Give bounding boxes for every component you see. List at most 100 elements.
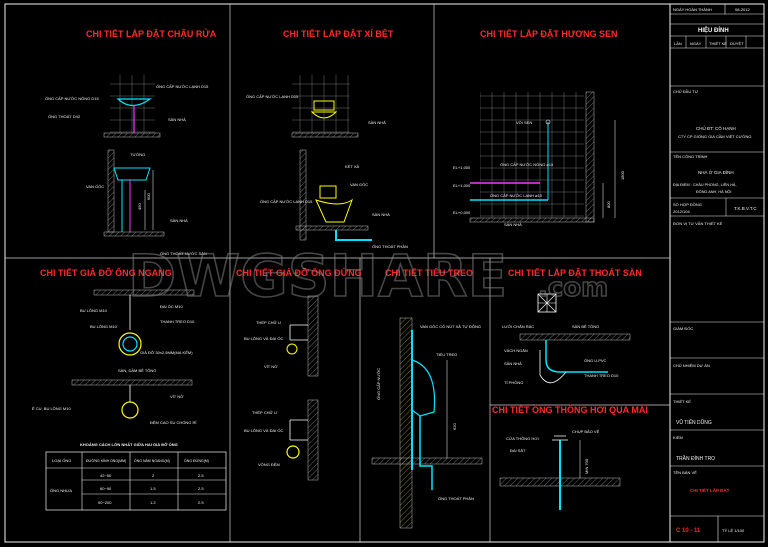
floor-slab — [291, 132, 359, 138]
ceiling-slab — [93, 289, 195, 296]
tb-design-label: THIẾT KẾ — [673, 399, 691, 404]
dim-1800: 1800 — [620, 170, 625, 180]
sewer-pipe — [335, 230, 372, 241]
floor-slab — [295, 225, 369, 231]
wall-section — [307, 399, 319, 481]
table-group: ỐNG NHỰA — [50, 488, 72, 493]
label-screw: VÍT NỞ — [170, 394, 184, 399]
toilet-detail: ỐNG CẤP NƯỚC LẠNH D15 SÀN NHÀ KÉT XẢ VAN… — [246, 75, 408, 249]
label-rubber: ĐỆM CAO SU CHỐNG RỈ — [150, 420, 196, 425]
tank-section — [319, 185, 337, 199]
tb-location-2: ĐÔNG ANH, HÀ NỘI — [696, 189, 731, 194]
level-2: EL+1,000 — [453, 183, 471, 188]
label-urinal-sewer: ỐNG THOÁT PHÂN — [438, 496, 474, 501]
pipe-ring — [118, 332, 142, 356]
vent-pipe-detail: MIN 700 CHỤP BẢO VỆ CỬA THÔNG HƠI ĐAI SẮ… — [499, 429, 621, 510]
wall-section — [107, 149, 115, 233]
tb-drawing-label: TÊN BẢN VẼ — [673, 470, 697, 475]
label-sewer: ỐNG THOÁT PHÂN — [372, 244, 408, 249]
label-cold-water: ỐNG CẤP NƯỚC LẠNH D15 — [156, 84, 209, 89]
floor-slab — [371, 457, 483, 465]
watermark-suffix: .com — [538, 273, 608, 303]
label-steel-u: THÉP CHỮ U — [256, 320, 281, 325]
table-cell: 1.2 — [150, 500, 156, 505]
label-floor-drain-floor: SÀN NHÀ — [504, 361, 522, 366]
label-urinal-valve: VAN GÓC CÓ NÚT XẢ TỰ ĐỘNG — [420, 324, 481, 329]
table-cell: 2.5 — [198, 486, 204, 491]
tb-rev-col: NGÀY — [690, 41, 702, 46]
label-floor-toilet: SÀN NHÀ — [368, 120, 386, 125]
dim-min-700: MIN 700 — [584, 458, 589, 474]
tb-rev-col: DUYỆT — [730, 41, 744, 46]
tb-check-label: KIỂM — [673, 435, 683, 440]
section-title-toilet: CHI TIẾT LẮP ĐẶT XÍ BỆT — [283, 28, 394, 39]
u-bracket — [289, 324, 308, 341]
wall-section — [307, 295, 319, 377]
sink-section — [113, 167, 151, 181]
label-cold-water-shower: ỐNG CẤP NƯỚC LẠNH ø15 — [490, 193, 543, 198]
floor-slab — [469, 217, 595, 223]
label-vent-cap: CHỤP BẢO VỆ — [572, 429, 600, 434]
tb-project-label: TÊN CÔNG TRÌNH — [673, 154, 707, 159]
tb-check-name: TRẦN ĐÌNH TRỌ — [676, 455, 715, 462]
floor-beam — [71, 379, 193, 386]
label-grate: LƯỚI CHẮN RÁC — [502, 324, 534, 329]
label-bolt-wall: BU LÔNG VÀ ĐAI ỐC — [244, 336, 283, 341]
pipe-spacing-table: KHOẢNG CÁCH LỚN NHẤT GIỮA HAI GIÁ ĐỠ ỐNG… — [45, 442, 227, 511]
pipe — [286, 445, 300, 459]
tb-lead: CHỦ NHIỆM DỰ ÁN — [673, 363, 710, 368]
label-vent-opening: CỬA THÔNG HƠI — [506, 436, 539, 441]
label-room: TÍ PHÒNG — [504, 380, 523, 385]
pipe — [286, 343, 298, 355]
tb-location-1: ĐỊA ĐIỂM : CHÂU PHONG, LIÊN HÀ, — [673, 182, 737, 187]
urinal-bowl — [411, 359, 436, 417]
label-valve: VAN GÓC — [86, 184, 104, 189]
label-drain-rod: THANH TREO D10 — [584, 373, 619, 378]
tb-scale: TỶ LỆ 1/100 — [722, 528, 745, 533]
level-1: EL+1,000 — [453, 165, 471, 170]
table-cell: 90~200 — [98, 500, 112, 505]
tb-date-label: NGÀY HOÀN THÀNH — [673, 7, 712, 12]
sink-detail: ỐNG CẤP NƯỚC NÓNG D15 ỐNG CẤP NƯỚC LẠNH … — [45, 75, 209, 256]
label-screw-wall: VÍT NỞ — [264, 364, 278, 369]
section-title-vent-pipe: CHI TIẾT ỐNG THÔNG HƠI QUA MÁI — [492, 404, 648, 415]
table-header: ĐƯỜNG KÍNH ỐNG(MM) — [86, 458, 126, 463]
label-valve-toilet: VAN GÓC — [350, 182, 368, 187]
drain-pipe — [419, 416, 433, 490]
tb-contract-value: 2012/104 — [673, 209, 690, 214]
label-bolt: BU LÔNG M10 — [80, 308, 108, 313]
horizontal-pipe-detail: BU LÔNG M10 ĐAI ỐC M10 BU LÔNG M10 THANH… — [32, 289, 196, 425]
sheet-border — [4, 3, 765, 543]
wall-section — [585, 91, 595, 223]
shower-detail: 1800 800 VÒI SEN ỐNG CẤP NƯỚC NÓNG ø15 Ố… — [453, 91, 625, 227]
tb-director: GIÁM ĐỐC — [673, 326, 693, 331]
label-waterproof: VÁCH NGĂN — [504, 348, 528, 353]
watermark-text: DWGSHARE — [128, 242, 507, 310]
floor-drain-detail: LƯỚI CHẮN RÁC SÀN BÊ TÔNG VÁCH NGĂN SÀN … — [502, 293, 631, 385]
tb-date-value: 08-2012 — [735, 7, 750, 12]
tile-wall — [480, 92, 584, 218]
wall-section — [399, 317, 413, 529]
label-cold-water-toilet: ỐNG CẤP NƯỚC LẠNH D15 — [246, 94, 299, 99]
tb-design-name: VŨ TIẾN DŨNG — [676, 419, 712, 426]
dim-800: 800 — [606, 201, 611, 208]
trap-body — [539, 350, 567, 384]
table-header: ỐNG NẰM NGANG(M) — [134, 458, 170, 463]
floor-slab — [103, 132, 161, 138]
label-urinal-supply: ỐNG CẤP NƯỚC — [376, 368, 381, 400]
table-cell: 2.5 — [198, 473, 204, 478]
label-floor-toilet-2: SÀN NHÀ — [372, 212, 390, 217]
section-title-horizontal-pipe: CHI TIẾT GIÁ ĐỠ ỐNG NGANG — [40, 267, 172, 278]
tile-wall — [110, 75, 155, 133]
label-steel-u-2: THÉP CHỮ U — [252, 410, 277, 415]
label-shower-head: VÒI SEN — [516, 120, 532, 125]
table-frame — [45, 451, 227, 511]
label-bracket: GIÁ ĐỠ 30x2,5MM(MẠ KẼM) — [140, 350, 193, 355]
label-rod: THANH TREO D10 — [160, 319, 195, 324]
label-bolt-2: BU LÔNG M10 — [90, 324, 118, 329]
label-floor: SÀN NHÀ — [168, 117, 186, 122]
section-title-shower: CHI TIẾT LẮP ĐẶT HƯƠNG SEN — [480, 29, 617, 39]
table-cell: 2 — [152, 473, 155, 478]
table-cell: 42~50 — [100, 473, 112, 478]
